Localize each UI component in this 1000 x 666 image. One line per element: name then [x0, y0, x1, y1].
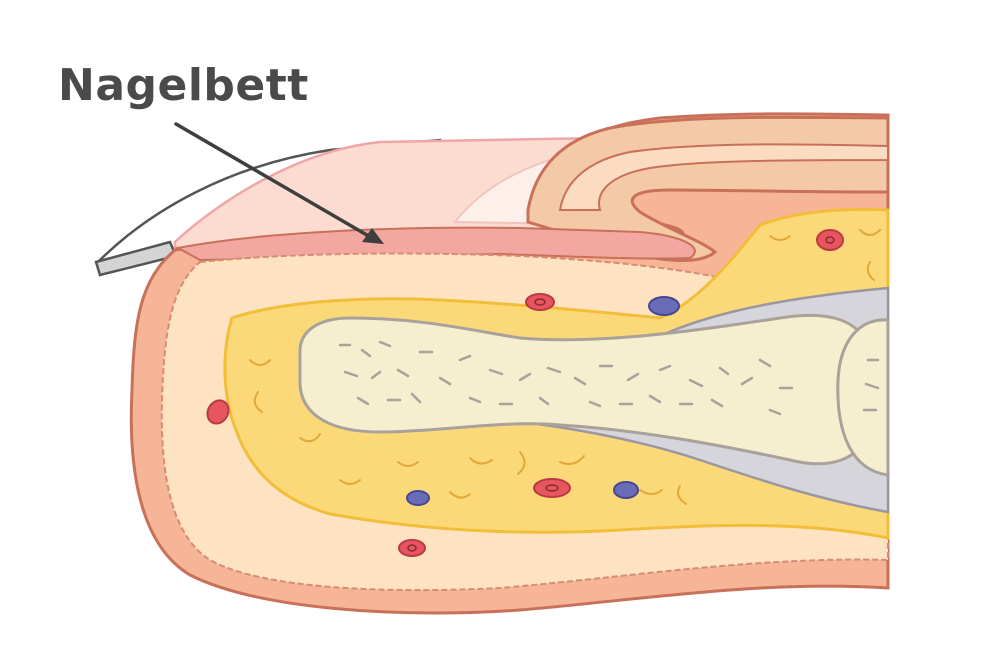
fat-septa — [249, 229, 881, 505]
label-arrow — [174, 122, 384, 244]
nail-bed-label: Nagelbett — [58, 60, 309, 111]
artery — [525, 293, 555, 311]
artery — [533, 478, 571, 498]
vein — [406, 490, 430, 506]
nail-bed-band — [175, 226, 696, 262]
cuticle-fold-inner — [558, 143, 889, 211]
middle-phalanx-head — [836, 318, 890, 477]
blood-vessels — [206, 229, 844, 557]
artery — [816, 229, 844, 251]
trabecular-pattern — [338, 340, 880, 416]
artery — [206, 399, 230, 425]
vein — [613, 481, 639, 499]
artery — [398, 539, 426, 557]
vein — [648, 296, 680, 316]
